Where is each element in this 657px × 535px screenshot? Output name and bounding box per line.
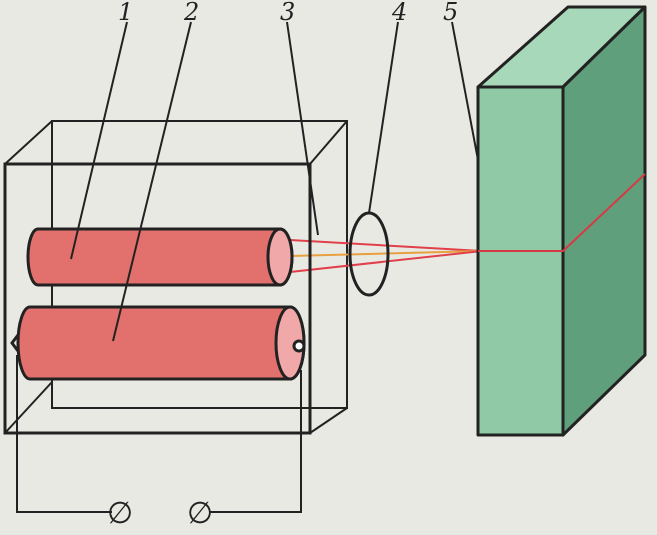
housing-edge [309, 120, 348, 165]
leader-line-4 [368, 21, 399, 214]
label-5: 5 [443, 0, 458, 26]
leader-line-2 [112, 21, 192, 342]
leader-line-1 [70, 21, 128, 260]
power-wire [16, 355, 112, 513]
terminal-1: ∅ [107, 496, 133, 531]
housing-edge [4, 120, 53, 165]
leader-line-3 [286, 21, 319, 236]
label-4: 4 [391, 0, 407, 26]
label-2: 2 [183, 0, 199, 26]
laser-rod-1 [26, 227, 294, 287]
flash-lamp-2 [10, 305, 306, 381]
workpiece-block-5 [476, 5, 647, 437]
leader-line-5 [451, 21, 479, 161]
laser-beams [289, 239, 483, 273]
terminal-2: ∅ [187, 496, 213, 531]
housing-front-face [3, 162, 312, 435]
label-3: 3 [280, 0, 295, 26]
label-1: 1 [118, 0, 133, 26]
power-wire [210, 370, 302, 513]
beam-in-material [478, 173, 646, 252]
housing-edge [4, 381, 53, 434]
housing-edge [309, 407, 348, 434]
